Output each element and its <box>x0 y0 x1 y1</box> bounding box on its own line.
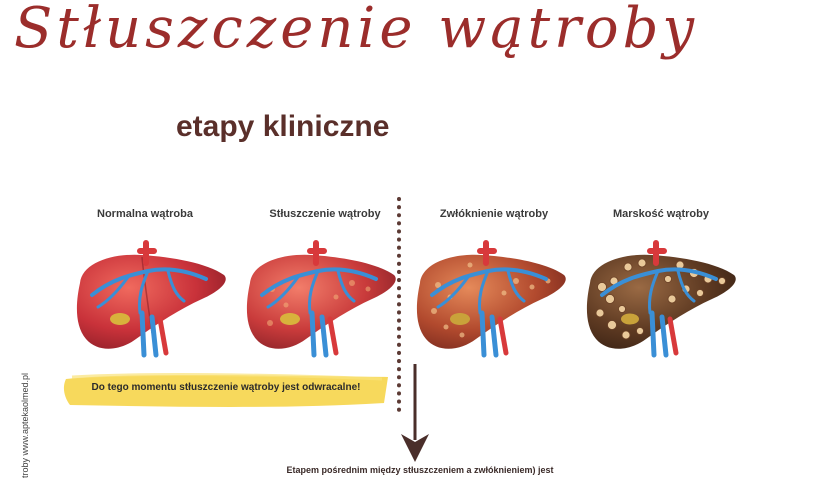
highlight-band <box>63 373 388 407</box>
stage-label-cirrhosis: Marskość wątroby <box>613 208 709 220</box>
reversible-note: Do tego momentu stłuszczenie wątroby jes… <box>91 382 361 393</box>
stage-label-normal: Normalna wątroba <box>97 208 193 220</box>
website-credit: troby www.aptekaolmed.pl <box>20 372 30 478</box>
stage-label-fatty: Stłuszczenie wątroby <box>269 208 381 220</box>
down-arrow-icon <box>401 364 429 462</box>
liver-fatty-icon <box>246 240 396 358</box>
stage-label-fibrosis: Zwłóknienie wątroby <box>439 208 549 220</box>
intermediate-stage-text: Etapem pośrednim między stłuszczeniem a … <box>286 465 554 475</box>
liver-normal-icon <box>76 240 226 358</box>
liver-fibrosis-icon <box>416 240 566 358</box>
liver-cirrhosis-icon <box>586 240 736 358</box>
stage-divider <box>397 197 401 415</box>
page-subtitle: etapy kliniczne <box>176 110 390 143</box>
page-title: Stłuszczenie wątroby <box>14 0 699 61</box>
